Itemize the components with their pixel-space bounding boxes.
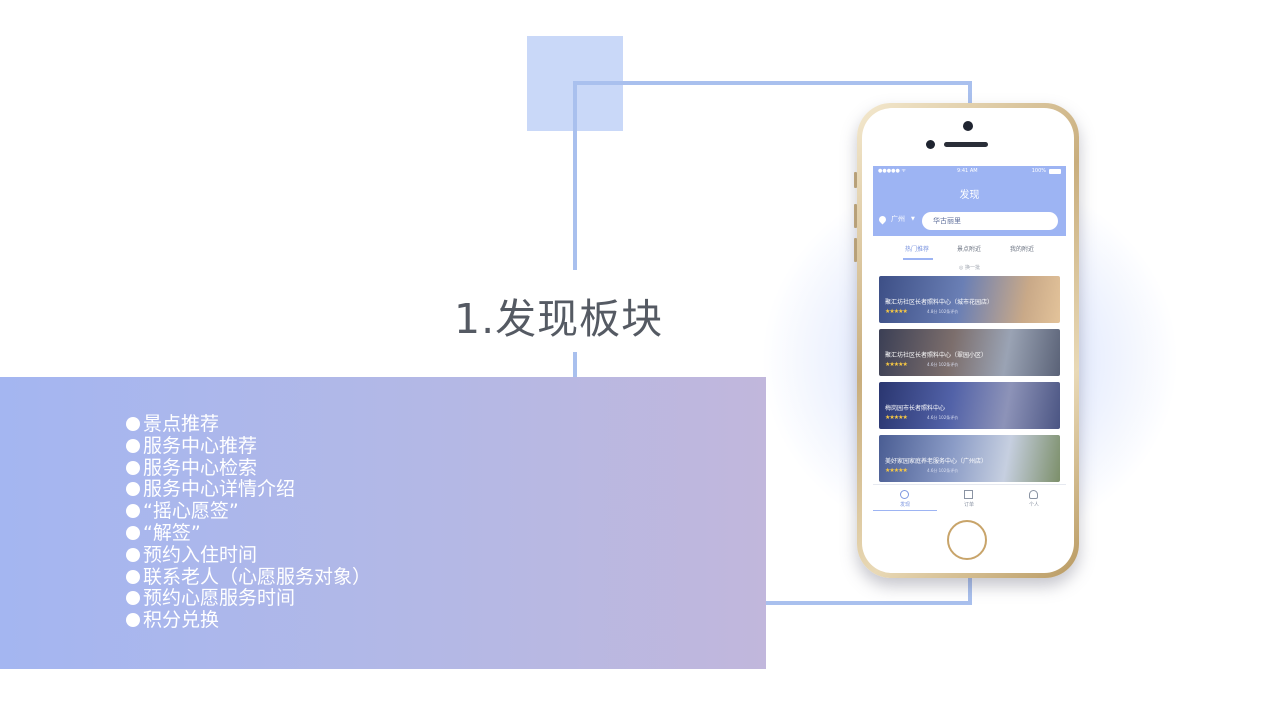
feature-label: 预约心愿服务时间 <box>143 587 296 610</box>
service-card[interactable]: 聚汇坊社区长者照料中心（城市花园店） ★★★★★ 4.8分 102条评价 <box>879 276 1060 323</box>
feature-item: “摇心愿签” <box>126 500 371 523</box>
frame-left-line-upper <box>573 81 577 270</box>
bullet-icon <box>126 417 140 431</box>
feature-label: 服务中心检索 <box>143 456 258 479</box>
tab-hot-recommend[interactable]: 热门推荐 <box>905 246 930 253</box>
status-time: 9:41 AM <box>957 168 978 174</box>
service-card[interactable]: 梅岗园市长者照料中心 ★★★★★ 4.6分 102条评价 <box>879 382 1060 429</box>
bottom-nav: 发现 订单 个人 <box>873 484 1066 511</box>
slide-title: 1.发现板块 <box>454 295 664 343</box>
bullet-icon <box>126 460 140 475</box>
bullet-icon <box>126 438 140 453</box>
nav-label: 发现 <box>899 502 910 508</box>
card-title: 聚汇坊社区长者照料中心（城市花园店） <box>885 299 994 306</box>
nav-active-indicator <box>873 510 937 511</box>
battery-percent: 100% <box>1031 168 1046 174</box>
status-bar: ●●●●● ᯤ 9:41 AM 100% <box>873 166 1066 177</box>
feature-label: 积分兑换 <box>143 609 220 632</box>
person-icon <box>1029 490 1038 499</box>
feature-label: “解签” <box>143 521 201 544</box>
feature-item: 联系老人（心愿服务对象） <box>126 565 372 589</box>
rating-stars-icon: ★★★★★ <box>885 414 908 421</box>
feature-item: 积分兑换 <box>126 609 371 632</box>
nav-discover[interactable]: 发现 <box>873 485 937 511</box>
nav-label: 订单 <box>963 502 974 508</box>
rating-stars-icon: ★★★★★ <box>885 308 908 315</box>
app-title: 发现 <box>959 190 980 201</box>
signal-indicator: ●●●●● ᯤ <box>878 168 906 174</box>
feature-item: 景点推荐 <box>126 413 371 436</box>
rating-stars-icon: ★★★★★ <box>885 467 908 474</box>
card-rating-text: 4.6分 102条评价 <box>927 415 959 420</box>
bullet-icon <box>126 613 140 628</box>
feature-panel <box>0 377 766 669</box>
frame-bottom-line <box>573 601 972 605</box>
search-input[interactable]: 华古丽里 <box>922 212 1058 230</box>
app-header: ●●●●● ᯤ 9:41 AM 100% 发现 广州 ▼ 华古丽里 <box>873 166 1066 236</box>
front-sensor-icon <box>926 140 935 149</box>
nav-profile[interactable]: 个人 <box>1002 485 1066 511</box>
feature-item: 服务中心推荐 <box>126 434 371 458</box>
feature-item: 预约心愿服务时间 <box>126 587 371 610</box>
volume-down-button <box>854 238 857 262</box>
card-rating-text: 4.6分 102条评价 <box>927 468 959 473</box>
city-selector[interactable]: 广州 <box>891 215 905 223</box>
nav-orders[interactable]: 订单 <box>937 485 1001 511</box>
battery-indicator: 100% <box>1032 168 1061 174</box>
feature-item: 服务中心详情介绍 <box>126 478 371 501</box>
feature-label: 预约入住时间 <box>143 543 258 566</box>
card-title: 美好家园家庭养老服务中心（广州店） <box>885 458 988 465</box>
home-button[interactable] <box>947 520 987 560</box>
bullet-icon <box>126 482 140 497</box>
feature-label: 景点推荐 <box>143 413 220 435</box>
rating-stars-icon: ★★★★★ <box>885 361 908 368</box>
card-title: 聚汇坊社区长者照料中心（翠园小区） <box>885 352 988 359</box>
card-rating-text: 4.8分 102条评价 <box>927 309 959 314</box>
bullet-icon <box>126 591 140 606</box>
service-card[interactable]: 聚汇坊社区长者照料中心（翠园小区） ★★★★★ 4.6分 102条评价 <box>879 329 1060 376</box>
card-rating-text: 4.6分 102条评价 <box>927 362 959 367</box>
volume-up-button <box>854 204 857 228</box>
earpiece-speaker <box>944 142 988 147</box>
tab-nearby-attractions[interactable]: 景点附近 <box>957 246 982 253</box>
feature-label: 服务中心推荐 <box>143 434 258 457</box>
tab-bar: 热门推荐 景点附近 我的附近 <box>873 238 1066 260</box>
bullet-icon <box>126 547 140 562</box>
compass-icon <box>900 490 909 499</box>
location-pin-icon <box>877 214 888 225</box>
tab-active-indicator <box>903 258 933 260</box>
feature-label: “摇心愿签” <box>143 500 239 523</box>
feature-item: 预约入住时间 <box>126 543 371 567</box>
feature-label: 联系老人（心愿服务对象） <box>143 565 372 588</box>
nav-label: 个人 <box>1028 502 1039 508</box>
card-title: 梅岗园市长者照料中心 <box>885 405 946 412</box>
refresh-button[interactable]: ◎ 换一批 <box>959 265 980 271</box>
tab-my-nearby[interactable]: 我的附近 <box>1010 246 1035 253</box>
phone-screen: ●●●●● ᯤ 9:41 AM 100% 发现 广州 ▼ 华古丽里 热门推荐 景… <box>873 166 1066 511</box>
chevron-down-icon[interactable]: ▼ <box>911 216 915 222</box>
frame-top-line <box>573 81 972 85</box>
service-card[interactable]: 美好家园家庭养老服务中心（广州店） ★★★★★ 4.6分 102条评价 <box>879 435 1060 482</box>
bullet-icon <box>126 525 140 540</box>
building-icon <box>964 490 973 499</box>
feature-item: “解签” <box>126 521 371 545</box>
battery-icon <box>1049 168 1061 174</box>
feature-label: 服务中心详情介绍 <box>143 478 296 501</box>
bullet-icon <box>126 504 140 519</box>
bullet-icon <box>126 569 140 584</box>
camera-icon <box>963 121 973 131</box>
feature-list: 景点推荐服务中心推荐服务中心检索服务中心详情介绍“摇心愿签”“解签”预约入住时间… <box>126 413 372 632</box>
feature-item: 服务中心检索 <box>126 456 371 480</box>
mute-switch <box>854 172 857 188</box>
